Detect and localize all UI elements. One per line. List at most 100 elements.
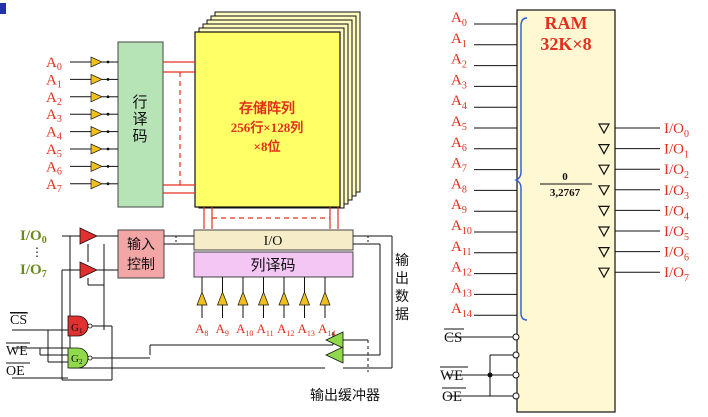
gate-g2-bubble xyxy=(87,355,93,361)
chip-io-pin-6: I/O6 xyxy=(664,245,689,264)
col-buffer-3 xyxy=(257,291,270,306)
chip-address-pin-9: A9 xyxy=(451,197,467,216)
io0-label: I/O0 xyxy=(20,228,47,246)
chip-control-wiring xyxy=(447,336,513,397)
row-buffer-1 xyxy=(90,73,103,85)
chip-io-pins: I/O0I/O1I/O2I/O3I/O4I/O5I/O6I/O7 xyxy=(597,121,689,284)
chip-address-pin-5: A5 xyxy=(451,114,467,133)
io0-input-buffer xyxy=(79,227,98,245)
row-pin-node-6 xyxy=(106,165,110,168)
row-address-pin-0: A0 xyxy=(46,55,62,73)
output-data-char-2: 出 xyxy=(395,271,409,287)
ram-chip xyxy=(516,9,616,413)
row-decoder-char-2: 译 xyxy=(132,111,147,128)
output-buffer-lower xyxy=(325,346,344,364)
chip-address-pin-4: A4 xyxy=(451,93,467,112)
oe-pin-bubble xyxy=(512,392,520,400)
row-decoder xyxy=(117,41,164,208)
row-address-pin-5: A5 xyxy=(46,142,62,160)
row-address-pin-1: A1 xyxy=(46,72,62,90)
col-buffer-5 xyxy=(298,291,311,306)
gate-g1-bubble xyxy=(87,323,93,329)
column-decoder-label: 列译码 xyxy=(250,257,295,274)
row-decoder-char-1: 行 xyxy=(132,94,147,111)
gate-g1-label: G1 xyxy=(71,322,83,335)
chip-io-pin-5: I/O5 xyxy=(664,224,689,243)
column-decoder xyxy=(193,251,354,278)
array-label-line2: 256行×128列 xyxy=(231,120,303,135)
chip-we-label: WE xyxy=(440,368,463,384)
row-decoder-char-3: 码 xyxy=(132,128,147,145)
row-address-pin-3: A3 xyxy=(46,107,62,125)
input-io-wiring xyxy=(164,235,393,368)
cs-pin-bubble xyxy=(512,333,520,341)
io-bar xyxy=(193,229,354,251)
range-top: 0 xyxy=(562,171,568,183)
gate-g1 xyxy=(67,315,89,337)
address-brace xyxy=(514,17,528,321)
chip-address-pin-12: A12 xyxy=(451,260,472,279)
col-address-pin-0: A8 xyxy=(195,321,208,338)
col-buffer-4 xyxy=(278,291,290,306)
row-pin-node-4 xyxy=(106,130,110,134)
row-buffer-2 xyxy=(90,91,103,103)
chip-address-pin-6: A6 xyxy=(451,135,467,154)
output-buffer-upper xyxy=(325,331,344,349)
chip-address-pin-13: A13 xyxy=(451,280,472,299)
row-buffer-6 xyxy=(90,160,103,172)
col-address-pin-4: A12 xyxy=(277,321,294,338)
memory-array xyxy=(194,31,341,208)
chip-address-pin-8: A8 xyxy=(451,176,467,195)
output-buffer-label: 输出缓冲器 xyxy=(310,388,380,404)
we-label: WE xyxy=(6,344,28,359)
io-bar-label: I/O xyxy=(264,234,283,249)
we-junction xyxy=(487,372,493,378)
chip-address-pin-3: A3 xyxy=(451,72,467,91)
gate-g2 xyxy=(67,347,89,369)
col-address-pin-3: A11 xyxy=(257,321,274,338)
io7-label: I/O7 xyxy=(20,262,47,280)
col-address-pin-1: A9 xyxy=(216,321,229,338)
chip-tristate-1 xyxy=(597,144,611,155)
chip-io-pin-3: I/O3 xyxy=(664,183,689,202)
gate-g2-label: G2 xyxy=(71,353,83,366)
chip-oe-label: OE xyxy=(442,389,462,405)
row-buffer-7 xyxy=(90,178,103,190)
cs-label: CS xyxy=(10,313,27,328)
chip-title: RAM xyxy=(545,13,588,33)
row-address-pin-4: A4 xyxy=(46,125,62,143)
chip-address-pin-14: A14 xyxy=(451,301,472,320)
range-bottom: 3,2767 xyxy=(550,187,581,199)
col-buffer-1 xyxy=(216,291,229,306)
row-pin-node-1 xyxy=(106,78,110,81)
chip-tristate-5 xyxy=(597,226,611,238)
col-address-pin-6: A14 xyxy=(318,321,335,338)
oe-label: OE xyxy=(6,364,25,379)
row-buffer-3 xyxy=(90,108,103,120)
row-buffer-0 xyxy=(90,56,103,68)
chip-io-pin-7: I/O7 xyxy=(664,265,689,284)
chip-address-pin-2: A2 xyxy=(451,52,467,71)
array-label-line3: ×8位 xyxy=(254,139,281,154)
chip-tristate-4 xyxy=(597,205,611,217)
output-data-char-3: 数 xyxy=(395,289,409,305)
chip-address-pin-10: A10 xyxy=(451,218,472,237)
array-io-links xyxy=(203,207,339,229)
output-data-char-1: 输 xyxy=(395,253,409,269)
output-data-char-4: 据 xyxy=(395,307,409,323)
row-pin-node-7 xyxy=(106,182,110,186)
io-input-wiring xyxy=(61,235,118,330)
row-buffer-5 xyxy=(90,143,103,155)
col-buffer-2 xyxy=(237,291,249,306)
corner-mark xyxy=(0,3,6,14)
chip-address-pin-11: A11 xyxy=(451,239,471,258)
chip-io-pin-1: I/O1 xyxy=(664,142,689,161)
chip-io-pin-4: I/O4 xyxy=(664,203,689,222)
chip-io-pin-0: I/O0 xyxy=(664,121,689,140)
col-buffer-6 xyxy=(319,291,331,306)
chip-address-pin-0: A0 xyxy=(451,10,467,29)
chip-tristate-2 xyxy=(597,164,611,176)
chip-io-pin-2: I/O2 xyxy=(664,162,689,181)
io-ellipsis: ⋮ xyxy=(31,245,43,259)
